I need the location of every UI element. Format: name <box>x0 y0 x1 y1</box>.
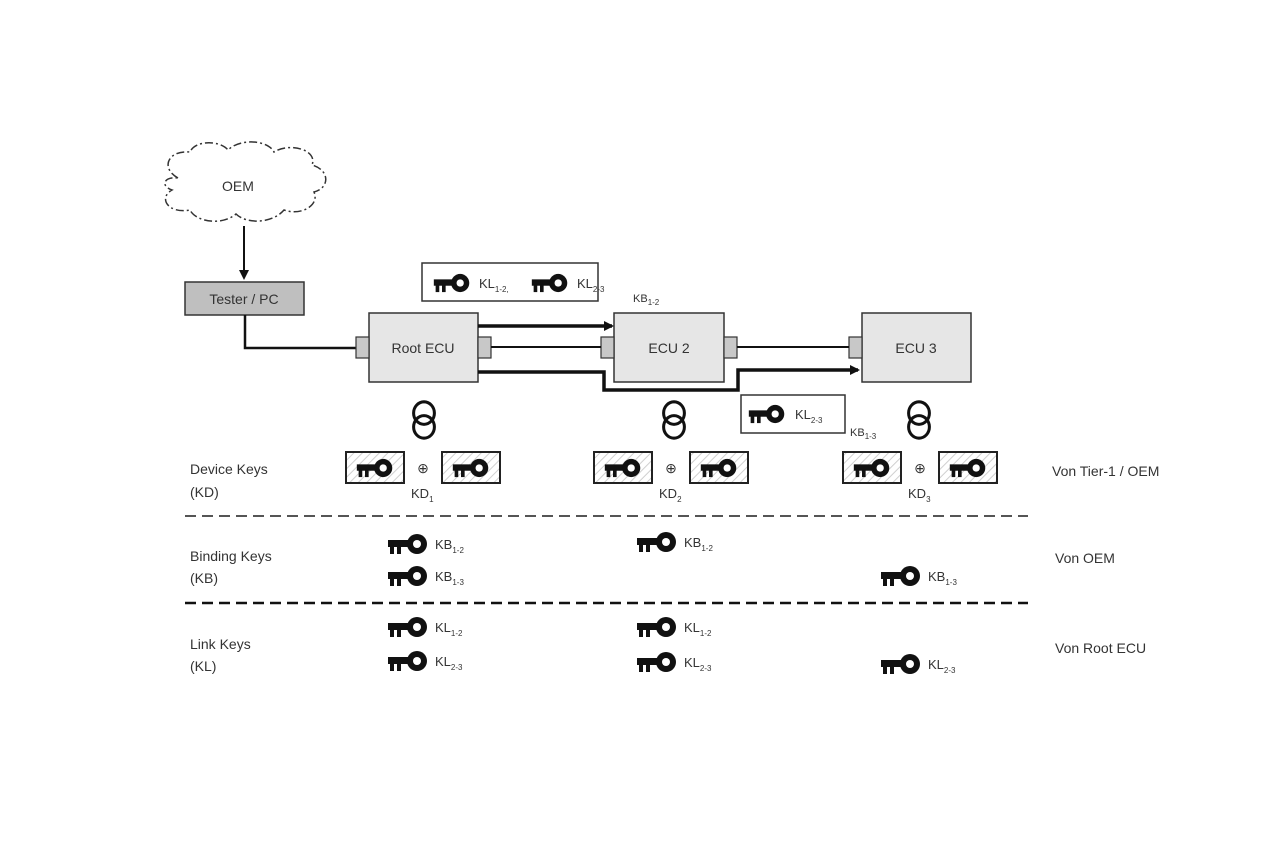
binding-key-label-top: KB1-2 <box>633 293 660 307</box>
device-keys-source: Von Tier-1 / OEM <box>1052 463 1159 479</box>
port <box>848 336 863 359</box>
key-icon <box>388 566 427 586</box>
channel-key-box-bottom: KL2-3 <box>740 394 846 434</box>
link-key-label: KL2-3 <box>684 655 712 673</box>
combine-operator: ⊕ <box>417 460 429 476</box>
link-keys-source: Von Root ECU <box>1055 640 1146 656</box>
key-icon <box>637 532 676 552</box>
channel-key-box-top: KL1-2, KL2-3 <box>421 262 605 302</box>
channel-root-to-ecu3 <box>478 365 860 392</box>
link-key-label: KL1-2 <box>435 620 463 638</box>
device-key-label: KD3 <box>908 486 931 504</box>
binding-keys-source: Von OEM <box>1055 550 1115 566</box>
key-icon <box>637 617 676 637</box>
device-key-group: ⊕ KD1 <box>345 451 501 504</box>
root-ecu-node: Root ECU <box>355 312 492 383</box>
chain-link-icon <box>907 400 931 440</box>
device-key-groups: ⊕ KD1 ⊕ KD2 ⊕ KD3 <box>345 451 998 504</box>
link-key-label: KL2-3 <box>928 657 956 675</box>
chain-link-icon <box>662 400 686 440</box>
link-key-label: KL2-3 <box>435 654 463 672</box>
link-key-label: KL1-2 <box>684 620 712 638</box>
binding-key-label: KB1-3 <box>928 569 957 587</box>
ecu2-node: ECU 2 <box>600 312 738 383</box>
binding-key-label-bottom: KB1-3 <box>850 427 877 441</box>
tester-label: Tester / PC <box>209 291 278 307</box>
key-label: KL2-3 <box>795 407 823 425</box>
chain-link-icon <box>412 400 436 440</box>
device-key-group: ⊕ KD2 <box>593 451 749 504</box>
binding-key-label: KB1-2 <box>435 537 464 555</box>
binding-key-label: KB1-2 <box>684 535 713 553</box>
ecu3-node: ECU 3 <box>848 312 972 383</box>
device-keys-label: Device Keys <box>190 461 268 477</box>
device-key-group: ⊕ KD3 <box>842 451 998 504</box>
ecu3-label: ECU 3 <box>895 340 936 356</box>
key-icon <box>388 617 427 637</box>
binding-keys-label: Binding Keys <box>190 548 272 564</box>
oem-cloud: OEM <box>164 141 327 222</box>
ecu2-label: ECU 2 <box>648 340 689 356</box>
tester-to-root-line <box>243 315 356 350</box>
key-icon <box>637 652 676 672</box>
key-label: KL1-2, <box>479 276 509 294</box>
key-label: KL2-3 <box>577 276 605 294</box>
combine-operator: ⊕ <box>665 460 677 476</box>
root-ecu-label: Root ECU <box>391 340 454 356</box>
port <box>600 336 615 359</box>
port <box>477 336 492 359</box>
link-keys-abbrev: (KL) <box>190 658 216 674</box>
link-keys-label: Link Keys <box>190 636 251 652</box>
key-icon <box>881 654 920 674</box>
device-key-box <box>938 451 998 484</box>
binding-keys-abbrev: (KB) <box>190 570 218 586</box>
tester-node: Tester / PC <box>184 281 305 316</box>
key-icon <box>388 651 427 671</box>
combine-operator: ⊕ <box>914 460 926 476</box>
port <box>355 336 370 359</box>
key-icon <box>388 534 427 554</box>
binding-key-label: KB1-3 <box>435 569 464 587</box>
device-key-box <box>842 451 902 484</box>
port <box>723 336 738 359</box>
device-key-label: KD1 <box>411 486 434 504</box>
cloud-label: OEM <box>222 178 254 194</box>
device-key-label: KD2 <box>659 486 682 504</box>
device-keys-abbrev: (KD) <box>190 484 219 500</box>
cloud-icon <box>164 141 327 222</box>
key-icon <box>881 566 920 586</box>
